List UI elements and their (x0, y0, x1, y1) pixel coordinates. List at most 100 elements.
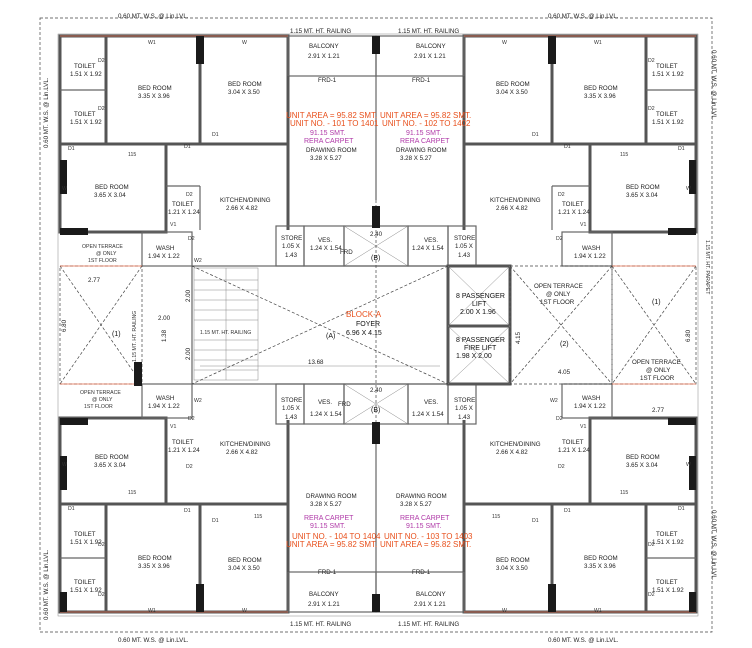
bedroom-dim: 3.65 X 3.04 (626, 192, 658, 199)
fire-lift-label: 8 PASSENGER (456, 337, 505, 344)
rera-label-br: RERA CARPET (400, 515, 450, 522)
door-tag: D2 (556, 416, 563, 422)
bedroom-label: BED ROOM (626, 184, 660, 191)
toilet-dim: 1.51 X 1.92 (652, 119, 684, 126)
door-tag: D2 (558, 192, 565, 198)
bedroom-label: BED ROOM (95, 184, 129, 191)
store-label: STORE (454, 397, 475, 404)
rera-bl: 91.15 SMT. (310, 523, 345, 530)
fire-lift-dim: 1.98 X 2.00 (456, 353, 492, 360)
door-tag: D1 (564, 144, 571, 150)
store-label: STORE (454, 235, 475, 242)
dim-label: 2.77 (88, 277, 101, 284)
toilet-label: TOILET (656, 63, 678, 70)
mark-b: (B) (371, 407, 380, 414)
store-dim: 1.05 X (282, 243, 300, 250)
bedroom-dim: 3.04 X 3.50 (496, 565, 528, 572)
door-tag: D2 (186, 464, 193, 470)
door-tag: D1 (212, 132, 219, 138)
ves-label: VES. (318, 237, 332, 244)
rera-label-tl: RERA CARPET (304, 138, 354, 145)
fire-lift-label: FIRE LIFT (464, 345, 497, 352)
wash-label: WASH (156, 395, 174, 402)
store-dim: 1.05 X (455, 243, 473, 250)
ves-label: VES. (318, 399, 332, 406)
bedroom-dim: 3.65 X 3.04 (94, 192, 126, 199)
door-tag: D2 (98, 106, 105, 112)
balcony-dim: 2.91 X 1.21 (308, 601, 340, 608)
door-tag: D1 (532, 518, 539, 524)
bedroom-label: BED ROOM (228, 557, 262, 564)
toilet-label: TOILET (172, 201, 194, 208)
frd-label: FRD-1 (318, 569, 337, 576)
dim-label: 6.80 (61, 319, 68, 332)
ws-outline (39, 17, 713, 633)
bedroom-label: BED ROOM (138, 85, 172, 92)
door-tag: D1 (68, 146, 75, 152)
terrace-label: 1ST FLOOR (84, 404, 113, 410)
door-tag: D2 (98, 58, 105, 64)
balcony-label: BALCONY (416, 43, 446, 50)
unit-no-tl: UNIT NO. - 101 TO 1401 (290, 119, 379, 128)
bedroom-label: BED ROOM (584, 555, 618, 562)
mark-a: (A) (326, 333, 335, 340)
dim-label: 115 (128, 152, 136, 158)
frd-short-label: FRD (340, 249, 353, 256)
wash-label: WASH (156, 245, 174, 252)
bedroom-label: BED ROOM (496, 557, 530, 564)
railing-top-a: 1.15 MT. HT. RAILING (290, 28, 351, 35)
window-tag: W1 (594, 608, 602, 614)
balcony-dim: 2.91 X 1.21 (308, 53, 340, 60)
bedroom-dim: 3.35 X 3.96 (138, 563, 170, 570)
drawing-label: DRAWING ROOM (396, 147, 447, 154)
toilet-label: TOILET (656, 531, 678, 538)
vent-tag: V1 (580, 424, 586, 430)
window-tag: W1 (148, 40, 156, 46)
rera-label-bl: RERA CARPET (304, 515, 354, 522)
drawing-dim: 3.28 X 5.27 (310, 501, 342, 508)
dim-label: 2.40 (370, 231, 383, 238)
toilet-dim: 1.21 X 1.24 (558, 447, 590, 454)
mark-1: (1) (652, 299, 661, 306)
kitchen-label: KITCHEN/DINING (220, 441, 271, 448)
dim-label: 4.05 (558, 369, 571, 376)
drawing-dim: 3.28 X 5.27 (400, 155, 432, 162)
ves-dim: 1.24 X 1.54 (310, 245, 342, 252)
window-tag: W1 (148, 608, 156, 614)
window-tag: W2 (194, 258, 202, 264)
mark-2: (2) (560, 341, 569, 348)
frd-short-label: FRD (338, 401, 351, 408)
frd-label: FRD-1 (412, 77, 431, 84)
rera-tl: 91.15 SMT. (310, 130, 345, 137)
unit-no-tr: UNIT NO. - 102 TO 1402 (382, 119, 471, 128)
dim-label: 2.00 (158, 315, 171, 322)
door-tag: D1 (564, 508, 571, 514)
door-tag: D2 (648, 58, 655, 64)
bedroom-dim: 3.35 X 3.96 (584, 563, 616, 570)
window-tag: W1 (594, 40, 602, 46)
unit-area-tl: UNIT AREA = 95.82 SMT. (286, 111, 377, 120)
lift-dim: 2.00 X 1.96 (460, 309, 496, 316)
parapet-side-right: 1.15 MT. HT. PARAPET (704, 240, 710, 295)
plot-outline (57, 33, 699, 617)
door-tag: D2 (648, 106, 655, 112)
ws-bottom-left: 0.60 MT. W.S. @ Lin.LVL. (118, 637, 189, 644)
terrace-label: OPEN TERRACE (82, 244, 123, 250)
bedroom-dim: 3.04 X 3.50 (496, 89, 528, 96)
dim-label: 2.00 (185, 347, 192, 360)
door-tag: D1 (68, 506, 75, 512)
railing-side-left: 1.15 MT. HT. RAILING (132, 311, 138, 362)
unit-area-br: UNIT AREA = 95.82 SMT. (380, 540, 471, 549)
rera-label-tr: RERA CARPET (400, 138, 450, 145)
staircase (193, 267, 259, 381)
drawing-dim: 3.28 X 5.27 (310, 155, 342, 162)
rera-tr: 91.15 SMT. (406, 130, 441, 137)
toilet-dim: 1.51 X 1.92 (70, 119, 102, 126)
ws-left-bottom: 0.60 MT. W.S. @ Lin.LVL. (43, 549, 50, 620)
dim-label: 115 (128, 490, 136, 496)
bedroom-label: BED ROOM (626, 454, 660, 461)
block-label: BLOCK-A (346, 310, 382, 319)
bedroom-dim: 3.04 X 3.50 (228, 89, 260, 96)
ws-left-top: 0.60 MT. W.S. @ Lin.LVL. (43, 77, 50, 148)
toilet-dim: 1.21 X 1.24 (558, 209, 590, 216)
